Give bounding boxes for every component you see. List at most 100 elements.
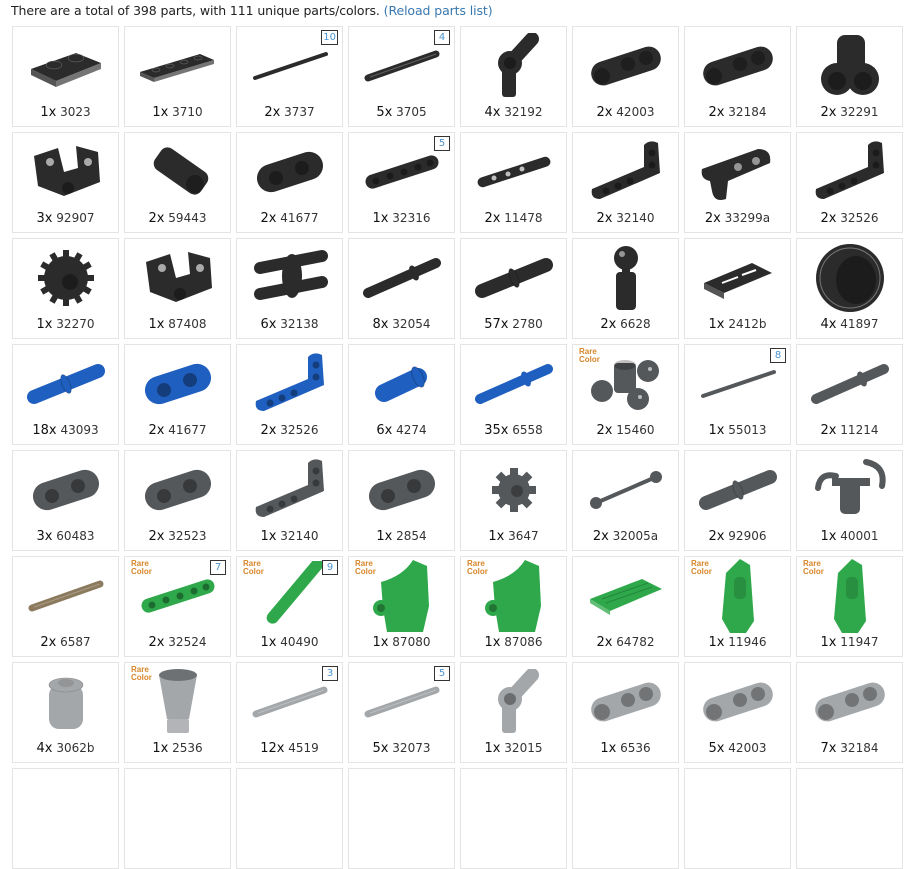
part-tile[interactable]: 2x 6628 (572, 238, 679, 339)
part-caption: 2x 32291 (797, 105, 902, 120)
part-tile[interactable]: 2x 32005a (572, 450, 679, 551)
part-tile[interactable]: 2x 41677 (236, 132, 343, 233)
part-image (17, 349, 114, 419)
part-tile[interactable]: 6x 32138 (236, 238, 343, 339)
part-number: 3023 (60, 105, 91, 119)
part-tile[interactable]: 5x 42003 (684, 662, 791, 763)
part-image (465, 455, 562, 525)
part-tile[interactable]: 1x 87408 (124, 238, 231, 339)
part-image (465, 137, 562, 207)
part-tile[interactable]: 2x 41677 (124, 344, 231, 445)
part-number: 64782 (616, 635, 655, 649)
part-quantity: 4x (484, 105, 501, 120)
part-quantity: 1x (152, 741, 169, 756)
part-quantity: 5x (372, 741, 389, 756)
part-number: 4519 (288, 741, 319, 755)
part-tile[interactable]: 2x 32526 (796, 132, 903, 233)
rare-color-label-word: Color (131, 567, 152, 576)
part-tile[interactable]: 4x 41897 (796, 238, 903, 339)
part-tile[interactable] (684, 768, 791, 869)
part-image (689, 667, 786, 737)
part-tile[interactable]: 1x 3710 (124, 26, 231, 127)
part-number: 87086 (504, 635, 543, 649)
reload-parts-link[interactable]: (Reload parts list) (383, 3, 493, 18)
part-number: 32015 (504, 741, 543, 755)
part-caption: 5x 3705 (349, 105, 454, 120)
part-image (17, 561, 114, 631)
part-tile[interactable]: 2x 59443 (124, 132, 231, 233)
part-number: 32316 (392, 211, 431, 225)
part-tile[interactable]: 2x 32526 (236, 344, 343, 445)
part-tile[interactable]: 2x 33299a (684, 132, 791, 233)
part-tile[interactable]: 2x 64782 (572, 556, 679, 657)
part-tile[interactable]: 3x 92907 (12, 132, 119, 233)
part-tile[interactable] (236, 768, 343, 869)
part-tile[interactable]: 1x 6536 (572, 662, 679, 763)
part-number: 2536 (172, 741, 203, 755)
part-tile[interactable]: 7x 32184 (796, 662, 903, 763)
part-quantity: 2x (148, 635, 165, 650)
part-tile[interactable] (124, 768, 231, 869)
part-tile[interactable]: 35x 6558 (460, 344, 567, 445)
part-tile[interactable]: 1x 32140 (236, 450, 343, 551)
part-caption: 2x 15460 (573, 423, 678, 438)
part-caption: 1x 87408 (125, 317, 230, 332)
part-tile[interactable]: 1x 32015 (460, 662, 567, 763)
part-quantity: 2x (704, 211, 721, 226)
part-tile[interactable]: 2x 32140 (572, 132, 679, 233)
part-tile[interactable] (348, 768, 455, 869)
part-image (241, 561, 338, 631)
parts-summary: There are a total of 398 parts, with 111… (11, 3, 493, 18)
part-number: 6628 (620, 317, 651, 331)
part-caption: 1x 6536 (573, 741, 678, 756)
part-tile[interactable]: 8x 32054 (348, 238, 455, 339)
part-tile[interactable]: 1x 40001 (796, 450, 903, 551)
part-tile[interactable]: 4x 32192 (460, 26, 567, 127)
part-tile[interactable]: 2x 11214 (796, 344, 903, 445)
part-tile[interactable]: 1x 2412b (684, 238, 791, 339)
part-tile[interactable] (460, 768, 567, 869)
part-caption: 2x 32140 (573, 211, 678, 226)
part-tile[interactable]: 1x 32270 (12, 238, 119, 339)
part-tile[interactable]: 2x 92906 (684, 450, 791, 551)
part-tile[interactable]: 1x 3647 (460, 450, 567, 551)
part-tile[interactable]: 2x 6587 (12, 556, 119, 657)
part-caption: 2x 11478 (461, 211, 566, 226)
part-tile[interactable]: 57x 2780 (460, 238, 567, 339)
part-tile[interactable]: 2x 32184 (684, 26, 791, 127)
part-tile[interactable]: 6x 4274 (348, 344, 455, 445)
part-number: 32138 (280, 317, 319, 331)
part-tile[interactable]: 3x 60483 (12, 450, 119, 551)
part-tile[interactable]: 2x 42003 (572, 26, 679, 127)
part-tile[interactable]: 1x 2854 (348, 450, 455, 551)
part-tile[interactable]: 4x 3062b (12, 662, 119, 763)
part-number: 42003 (616, 105, 655, 119)
part-tile[interactable]: 2x 11478 (460, 132, 567, 233)
part-tile[interactable] (12, 768, 119, 869)
part-caption: 1x 2854 (349, 529, 454, 544)
part-tile[interactable] (572, 768, 679, 869)
part-tile[interactable]: 1x 3023 (12, 26, 119, 127)
part-tile[interactable] (796, 768, 903, 869)
part-quantity: 1x (148, 317, 165, 332)
part-tile[interactable]: 2x 32291 (796, 26, 903, 127)
part-tile[interactable]: 2x 32523 (124, 450, 231, 551)
part-number: 3705 (396, 105, 427, 119)
part-tile[interactable]: 18x 43093 (12, 344, 119, 445)
part-image (689, 559, 786, 633)
part-image (129, 561, 226, 631)
